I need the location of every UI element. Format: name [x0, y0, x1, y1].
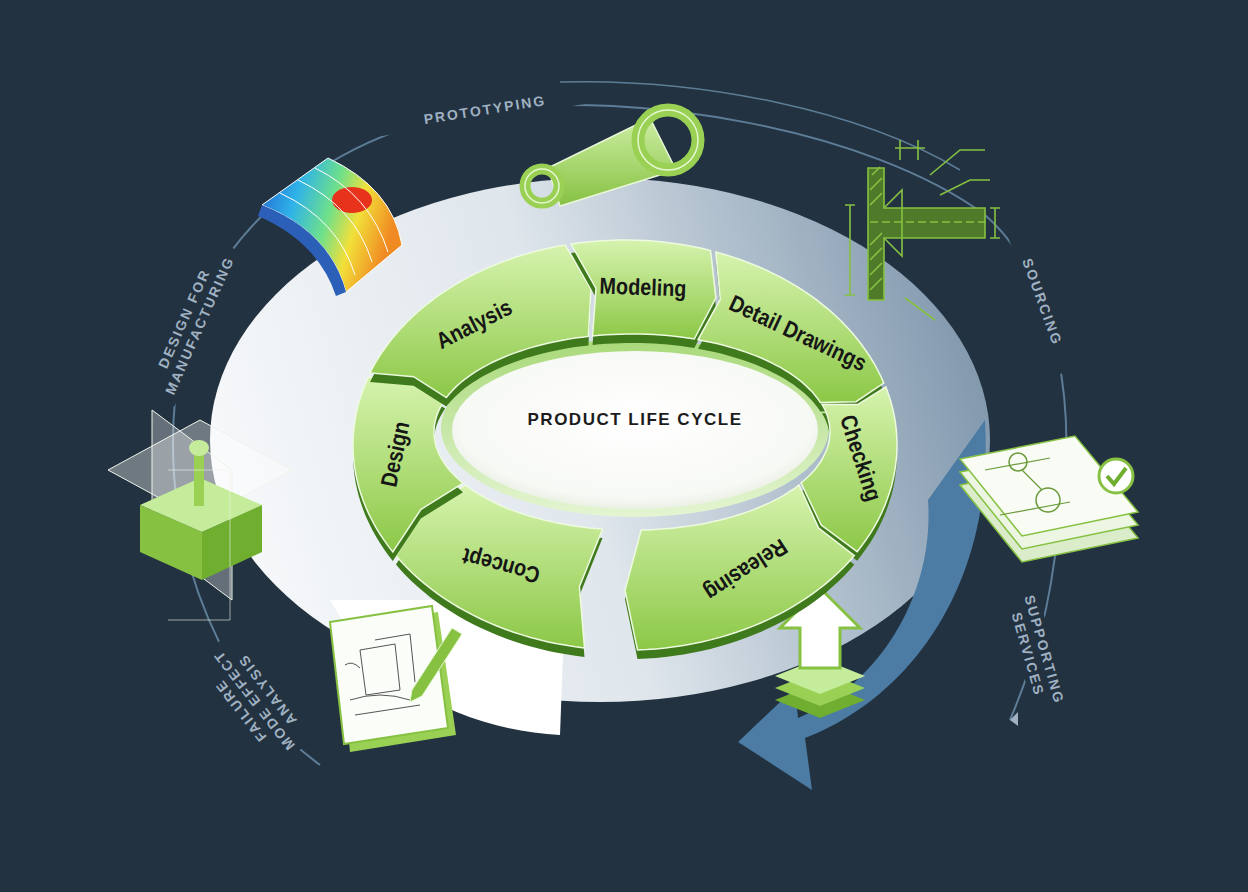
- detail-drawing-part: [905, 298, 935, 320]
- segment-face: [698, 252, 884, 402]
- checked-documents-part: [1036, 488, 1060, 512]
- concept-sketch-part: [345, 634, 420, 715]
- detail-drawing: [845, 140, 1000, 320]
- joystick-model-part: [189, 440, 209, 456]
- cycle-segment: Analysis: [367, 242, 594, 410]
- fea-part-part: [280, 168, 388, 275]
- joystick-model-part: [202, 505, 262, 580]
- joystick-model-part: [168, 470, 230, 620]
- checked-documents-part: [1107, 468, 1126, 484]
- connecting-rod-part: [638, 110, 698, 170]
- concept-sketch-part: [410, 628, 462, 702]
- detail-drawing-part: [868, 168, 985, 300]
- outer-arc-part: [1010, 712, 1018, 726]
- checked-documents-part: [1099, 459, 1133, 493]
- checked-documents-part: [960, 436, 1138, 536]
- outer-arc-part: [173, 105, 1066, 765]
- segment-face: [625, 485, 854, 650]
- ellipse-face: [452, 351, 818, 509]
- cycle-segment: Modeling: [568, 237, 719, 351]
- segment-face: [370, 245, 591, 398]
- fea-part-part: [258, 205, 346, 296]
- checked-documents-part: [1009, 453, 1027, 471]
- segment-face: [571, 240, 716, 339]
- joystick-model-part: [194, 450, 204, 506]
- segment-label: Modeling: [599, 274, 687, 301]
- joystick-model-part: [140, 505, 202, 580]
- joystick-model: [108, 410, 292, 620]
- segment-text: Modeling: [599, 274, 687, 301]
- detail-drawing-part: [990, 208, 1000, 238]
- detail-drawing-part: [895, 140, 925, 160]
- detail-drawing-part: [845, 205, 855, 295]
- connecting-rod: [525, 110, 698, 206]
- center-label: PRODUCT LIFE CYCLE: [528, 410, 743, 430]
- concept-sketch: [330, 606, 462, 752]
- detail-drawing-part: [870, 167, 882, 290]
- connecting-rod-part: [525, 169, 559, 203]
- arc-label: SOURCING: [1008, 229, 1076, 375]
- center-title: PRODUCT LIFE CYCLE: [528, 410, 743, 430]
- fea-part: [258, 158, 402, 296]
- arc-label: SUPPORTING SERVICES: [1000, 581, 1072, 723]
- arc-label: PROTOTYPING: [371, 83, 599, 137]
- detail-drawing-part: [930, 150, 990, 195]
- outer-arc: [173, 82, 1066, 765]
- arc-label: FAILURE MODE EFFECT ANALYSIS: [192, 631, 316, 770]
- cycle-segment: Releasing: [622, 482, 857, 662]
- cycle-segment: Detail Drawings: [695, 249, 887, 414]
- checked-documents-part: [985, 458, 1070, 515]
- connecting-rod-part: [638, 110, 698, 170]
- checked-documents: [960, 436, 1138, 562]
- connecting-rod-part: [525, 169, 559, 203]
- detail-drawing-part: [870, 221, 990, 223]
- detail-drawing-part: [884, 190, 902, 256]
- arc-label: DESIGN FOR MANUFACTURING: [142, 238, 243, 406]
